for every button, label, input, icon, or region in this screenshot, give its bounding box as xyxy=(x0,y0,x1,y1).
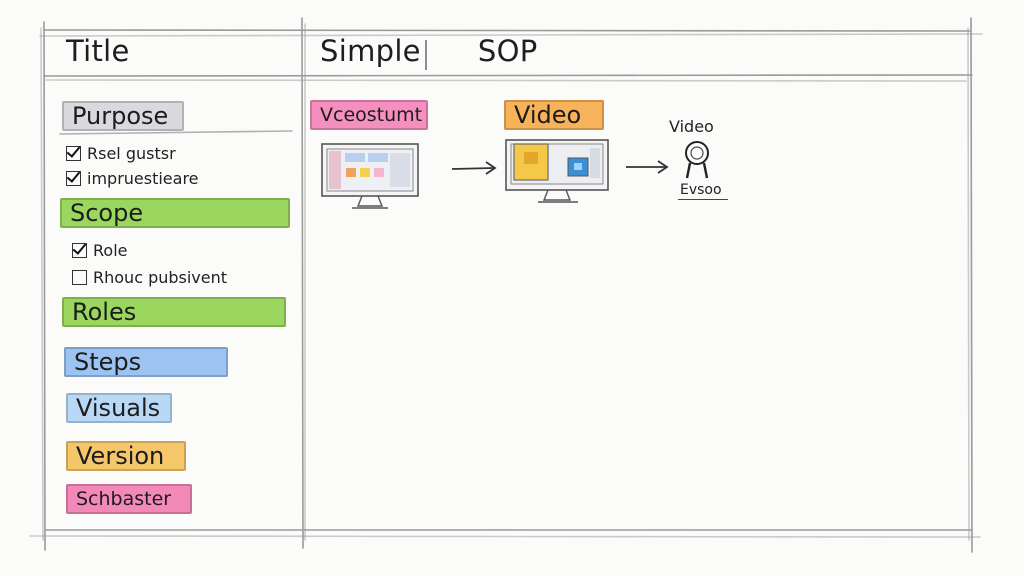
section-scope-label: Scope xyxy=(70,199,144,227)
monitor-icon xyxy=(321,143,419,209)
scope-check-1-label: Role xyxy=(93,241,128,260)
sop-title-word2: SOP xyxy=(477,34,538,68)
section-visuals-tag: Visuals xyxy=(66,393,172,423)
section-steps-tag: Steps xyxy=(64,347,228,377)
section-version-tag: Version xyxy=(66,441,186,471)
flow-step1-tag: Vceostumt xyxy=(310,100,428,130)
section-scope-tag: Scope xyxy=(60,198,290,228)
section-schbaster-label: Schbaster xyxy=(76,488,172,510)
scope-check-1[interactable]: Role xyxy=(72,241,127,260)
checkbox-icon[interactable] xyxy=(72,243,87,258)
scope-check-2-label: Rhouc pubsivent xyxy=(93,268,228,287)
checkbox-icon[interactable] xyxy=(66,171,81,186)
section-purpose-label: Purpose xyxy=(72,102,169,130)
checkbox-icon[interactable] xyxy=(72,270,87,285)
person-icon xyxy=(685,141,709,179)
purpose-check-1[interactable]: Rsel gustsr xyxy=(66,144,176,163)
section-roles-label: Roles xyxy=(72,298,137,326)
title-cell-label: Title xyxy=(66,34,130,68)
section-schbaster-tag: Schbaster xyxy=(66,484,192,514)
arrow-right-icon xyxy=(451,161,497,175)
section-visuals-label: Visuals xyxy=(76,394,161,422)
section-steps-label: Steps xyxy=(74,348,142,376)
section-version-label: Version xyxy=(76,442,165,470)
section-roles-tag: Roles xyxy=(62,297,286,327)
flow-step2-label: Video xyxy=(514,101,582,129)
section-purpose-tag: Purpose xyxy=(62,101,184,131)
flow-step3-caption: Evsoo xyxy=(678,182,728,200)
scope-check-2[interactable]: Rhouc pubsivent xyxy=(72,268,227,287)
arrow-right-icon xyxy=(626,160,669,174)
flow-step3-label: Video xyxy=(669,117,714,136)
purpose-check-1-label: Rsel gustsr xyxy=(87,144,176,163)
purpose-check-2-label: impruestieare xyxy=(87,169,199,188)
video-monitor-icon xyxy=(505,139,609,203)
sop-title: Simple SOP xyxy=(320,34,538,68)
purpose-check-2[interactable]: impruestieare xyxy=(66,169,199,188)
flow-step2-tag: Video xyxy=(504,100,604,130)
sop-title-word1: Simple xyxy=(320,34,421,68)
checkbox-icon[interactable] xyxy=(66,146,81,161)
flow-step1-label: Vceostumt xyxy=(320,104,423,126)
title-separator xyxy=(425,40,427,70)
